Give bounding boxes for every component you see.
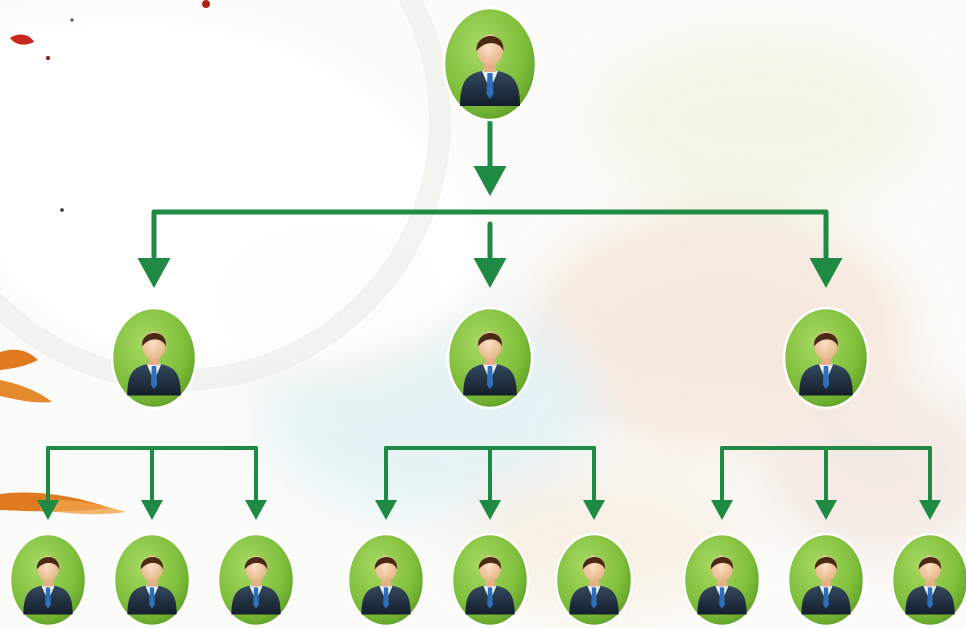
level2-node-1 <box>8 532 88 628</box>
level2-node-2 <box>112 532 192 628</box>
level2-arrow <box>815 500 837 520</box>
businessman-avatar-icon <box>361 555 411 615</box>
level2-arrow <box>919 500 941 520</box>
level2-node-9 <box>890 532 966 628</box>
businessman-avatar-icon <box>463 331 517 396</box>
level2-node-6 <box>554 532 634 628</box>
level2-arrow <box>245 500 267 520</box>
root-node <box>442 6 538 122</box>
level2-arrow <box>141 500 163 520</box>
level1-node-1 <box>110 306 198 410</box>
businessman-avatar-icon <box>799 331 853 396</box>
orange-splash-mid <box>0 380 52 403</box>
level2-arrow <box>711 500 733 520</box>
root-arrow <box>473 166 507 196</box>
businessman-avatar-icon <box>231 555 281 615</box>
businessman-avatar-icon <box>697 555 747 615</box>
org-chart-nodes <box>8 6 966 628</box>
level2-arrow <box>375 500 397 520</box>
level2-node-8 <box>786 532 866 628</box>
level2-node-4 <box>346 532 426 628</box>
level2-node-5 <box>450 532 530 628</box>
level2-node-3 <box>216 532 296 628</box>
level2-arrow <box>583 500 605 520</box>
businessman-avatar-icon <box>801 555 851 615</box>
businessman-avatar-icon <box>465 555 515 615</box>
businessman-avatar-icon <box>23 555 73 615</box>
level1-arrow <box>473 258 507 288</box>
businessman-avatar-icon <box>905 555 955 615</box>
orange-splash-upper <box>0 349 38 370</box>
red-splash <box>10 34 34 45</box>
level1-arrow <box>809 258 843 288</box>
level1-node-2 <box>446 306 534 410</box>
connector-lines <box>37 117 941 520</box>
level2-arrow <box>479 500 501 520</box>
businessman-avatar-icon <box>127 331 181 396</box>
businessman-avatar-icon <box>569 555 619 615</box>
level1-arrow <box>137 258 171 288</box>
level2-arrow <box>37 500 59 520</box>
businessman-avatar-icon <box>460 34 520 106</box>
businessman-avatar-icon <box>127 555 177 615</box>
level1-node-3 <box>782 306 870 410</box>
level2-node-7 <box>682 532 762 628</box>
